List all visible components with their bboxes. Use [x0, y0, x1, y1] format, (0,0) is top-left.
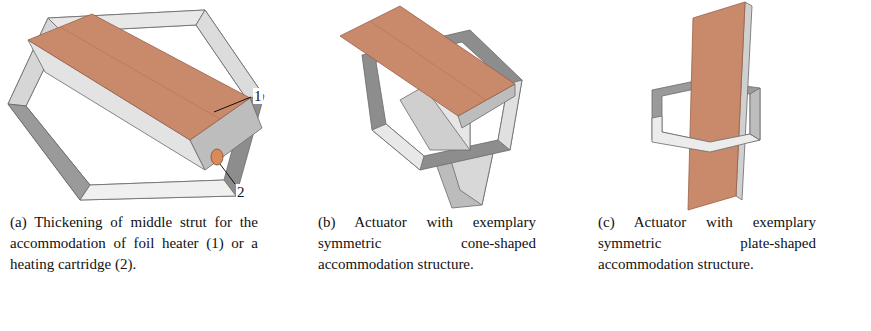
frame-front	[652, 116, 760, 152]
frame-bottom-inner	[80, 180, 236, 200]
subfigure-caption: (a) Thickening of middle strut for the a…	[10, 212, 258, 275]
foil-edge	[60, 27, 220, 119]
subfigure-caption: (b) Actuator with exemplary symmetric co…	[318, 212, 536, 275]
callout-number: 1	[253, 88, 263, 104]
frame-bottom-face	[372, 124, 424, 170]
subfigure-caption: (c) Actuator with exemplary symmetric pl…	[598, 212, 816, 275]
leader-line	[220, 164, 235, 184]
frame-outer-back	[8, 10, 264, 200]
callout-number: 2	[236, 184, 246, 200]
foil-heater	[340, 6, 515, 116]
foil-heater	[28, 14, 250, 140]
frame-bottom-face	[8, 104, 90, 200]
actuator-a	[8, 10, 264, 200]
frame-right-face	[750, 88, 760, 140]
accommodation-plate	[688, 2, 745, 210]
leader-line	[214, 97, 251, 112]
foil-edge	[370, 21, 486, 100]
actuator-c	[652, 2, 760, 210]
actuator-b	[340, 6, 522, 208]
heating-cartridge	[211, 149, 223, 165]
